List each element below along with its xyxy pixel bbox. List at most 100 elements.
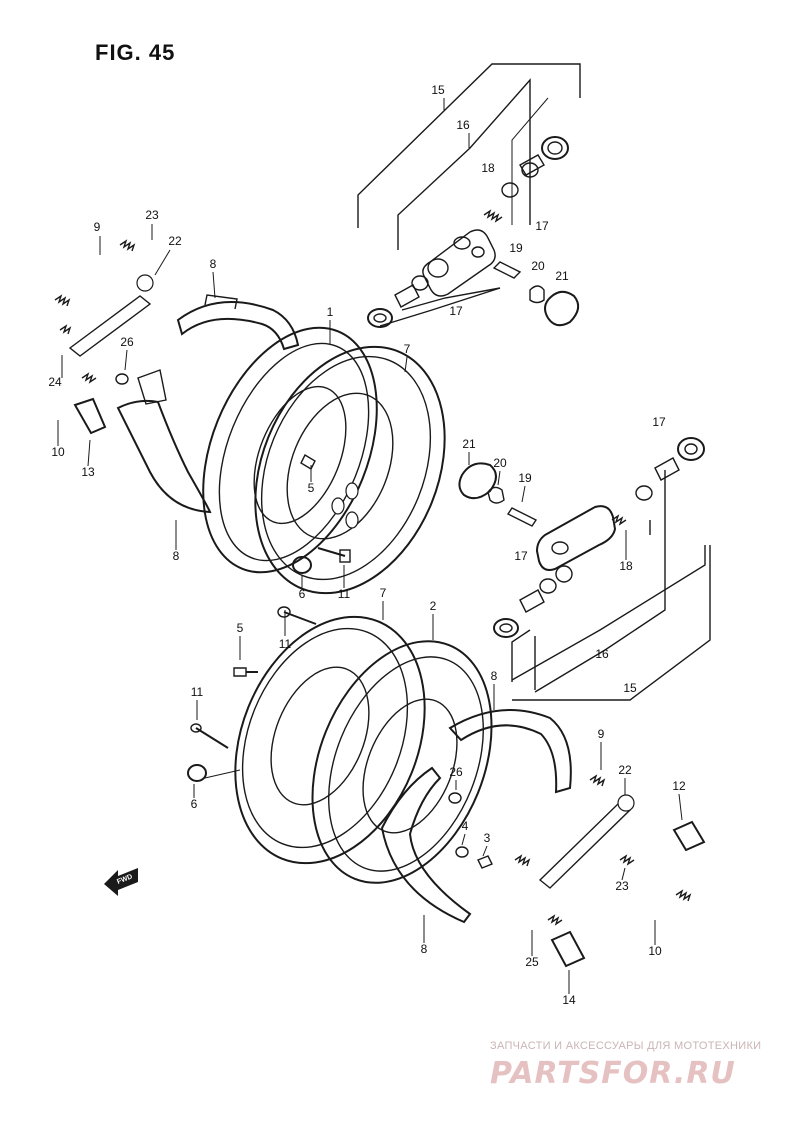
piston-cup-set-right [501, 136, 569, 198]
brake-drum-lower [234, 615, 426, 865]
callout-c23b: 23 [615, 879, 629, 893]
callout-c18a: 18 [481, 161, 495, 175]
callout-c12: 12 [672, 779, 686, 793]
piston-cup-set-left [367, 258, 449, 328]
callout-c6b: 6 [191, 797, 198, 811]
callout-c25: 25 [525, 955, 539, 969]
callout-leader-c22a [154, 249, 171, 276]
callout-leader-c4 [461, 833, 466, 846]
spring-10-lower [675, 889, 692, 902]
washer-26-lower [448, 792, 462, 804]
bleeder-screw [492, 261, 522, 279]
spring-24 [59, 324, 72, 335]
callout-c23a: 23 [145, 208, 159, 222]
callout-c19b: 19 [518, 471, 532, 485]
washer-4 [455, 846, 469, 858]
cylinder-boot [544, 290, 580, 327]
shoe-hold-clip-12 [672, 820, 706, 852]
callout-c10a: 10 [51, 445, 65, 459]
screw-3 [477, 855, 493, 869]
callout-c7b: 7 [380, 586, 387, 600]
callout-c19a: 19 [509, 241, 523, 255]
lower-wheel-cylinder-group [458, 437, 711, 701]
adjuster-lever-upper [68, 295, 152, 357]
lower-brake-assembly [187, 606, 493, 884]
callout-leader-c3 [482, 845, 488, 857]
callout-c11b: 11 [279, 637, 292, 651]
callout-c7a: 7 [404, 342, 411, 356]
callout-c16a: 16 [456, 118, 470, 132]
callout-c10b: 10 [648, 944, 662, 958]
callout-leader-c20b [497, 470, 501, 486]
adjuster-lever-lower [538, 801, 632, 889]
callout-leader-c13 [87, 439, 91, 467]
callout-c14: 14 [562, 993, 576, 1007]
shoe-hold-clip-13 [73, 397, 107, 435]
watermark-logo: PARTSFOR.RU [490, 1056, 736, 1091]
callout-leader-c12 [678, 793, 683, 821]
callout-c15a: 15 [431, 83, 445, 97]
shoe-hold-clip-14 [550, 930, 586, 968]
callout-c26b: 26 [449, 765, 463, 779]
callout-c22b: 22 [618, 763, 632, 777]
cylinder-boot-lower [458, 462, 497, 500]
callout-c17b: 17 [449, 304, 463, 318]
callout-c5b: 5 [237, 621, 244, 635]
callout-c1: 1 [327, 305, 334, 319]
callout-c13: 13 [81, 465, 95, 479]
lower-brake-shoes [380, 709, 706, 968]
callout-leader-c8a [212, 271, 216, 299]
callout-c16b: 16 [595, 647, 609, 661]
bolt-upper [300, 454, 316, 470]
upper-brake-shoes [54, 239, 300, 514]
callout-c11c: 11 [191, 685, 204, 699]
callout-c22a: 22 [168, 234, 182, 248]
return-spring-9-lower [589, 774, 606, 787]
nut-lower [187, 764, 207, 782]
callout-c21a: 21 [555, 269, 569, 283]
nut-upper [292, 556, 312, 574]
callout-c9b: 9 [598, 727, 605, 741]
wheel-cylinder-body-lower [535, 505, 617, 571]
upper-brake-assembly [202, 326, 446, 595]
callout-c8b: 8 [173, 549, 180, 563]
callout-c17d: 17 [514, 549, 528, 563]
brake-drum-upper [254, 345, 446, 595]
cylinder-spring [483, 209, 503, 223]
backing-plate-lower [311, 640, 493, 884]
return-spring-23-lower [619, 854, 635, 866]
callout-leader-c7a [404, 356, 408, 373]
callout-c26a: 26 [120, 335, 134, 349]
upper-wheel-cylinder-group [357, 63, 581, 328]
callout-c11a: 11 [338, 587, 351, 601]
callout-c5a: 5 [308, 481, 315, 495]
callout-leader-c26a [124, 349, 128, 371]
figure-title: FIG. 45 [95, 40, 176, 65]
spring-25 [547, 914, 563, 926]
callout-c3: 3 [484, 831, 491, 845]
fwd-arrow: FWD [104, 868, 138, 896]
brake-shoe-left [380, 766, 472, 924]
bolt-lower [233, 667, 247, 677]
brake-shoe-lower-left [116, 399, 212, 514]
callout-c8a: 8 [210, 257, 217, 271]
callout-c4: 4 [462, 819, 469, 833]
washer-26-upper [115, 373, 129, 385]
callout-c17c: 17 [652, 415, 666, 429]
callout-c2: 2 [430, 599, 437, 613]
callout-c15b: 15 [623, 681, 637, 695]
callout-c21b: 21 [462, 437, 476, 451]
callout-leader-c19b [521, 485, 526, 503]
callout-leader-c23b [621, 867, 626, 881]
callout-c17a: 17 [535, 219, 549, 233]
wheel-cylinder-body [422, 229, 496, 297]
watermark-tagline: ЗАПЧАСТИ И АКСЕССУАРЫ ДЛЯ МОТОТЕХНИКИ [490, 1040, 762, 1052]
return-spring-9 [54, 294, 71, 307]
callout-c20a: 20 [531, 259, 545, 273]
brake-shoe-upper [176, 301, 300, 351]
watermark: ЗАПЧАСТИ И АКСЕССУАРЫ ДЛЯ МОТОТЕХНИКИ PA… [490, 1040, 790, 1091]
bleeder-cap [529, 285, 545, 304]
